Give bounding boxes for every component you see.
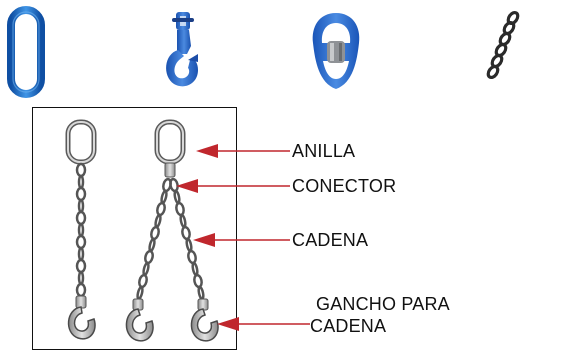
master-link-icon [7, 6, 45, 98]
label-gancho-line1: GANCHO PARA [316, 294, 450, 314]
label-cadena: CADENA [292, 230, 369, 250]
label-gancho-line2: CADENA [310, 316, 387, 336]
two-leg-sling [125, 119, 219, 342]
single-leg-sling [65, 119, 96, 340]
grab-hook-icon [166, 12, 198, 87]
connector-link-icon [312, 13, 360, 89]
label-conector: CONECTOR [292, 176, 397, 196]
sling-assembly-diagram [32, 107, 237, 350]
chain-icon [486, 10, 520, 80]
sling-illustration [65, 119, 219, 342]
label-anilla: ANILLA [292, 141, 356, 161]
